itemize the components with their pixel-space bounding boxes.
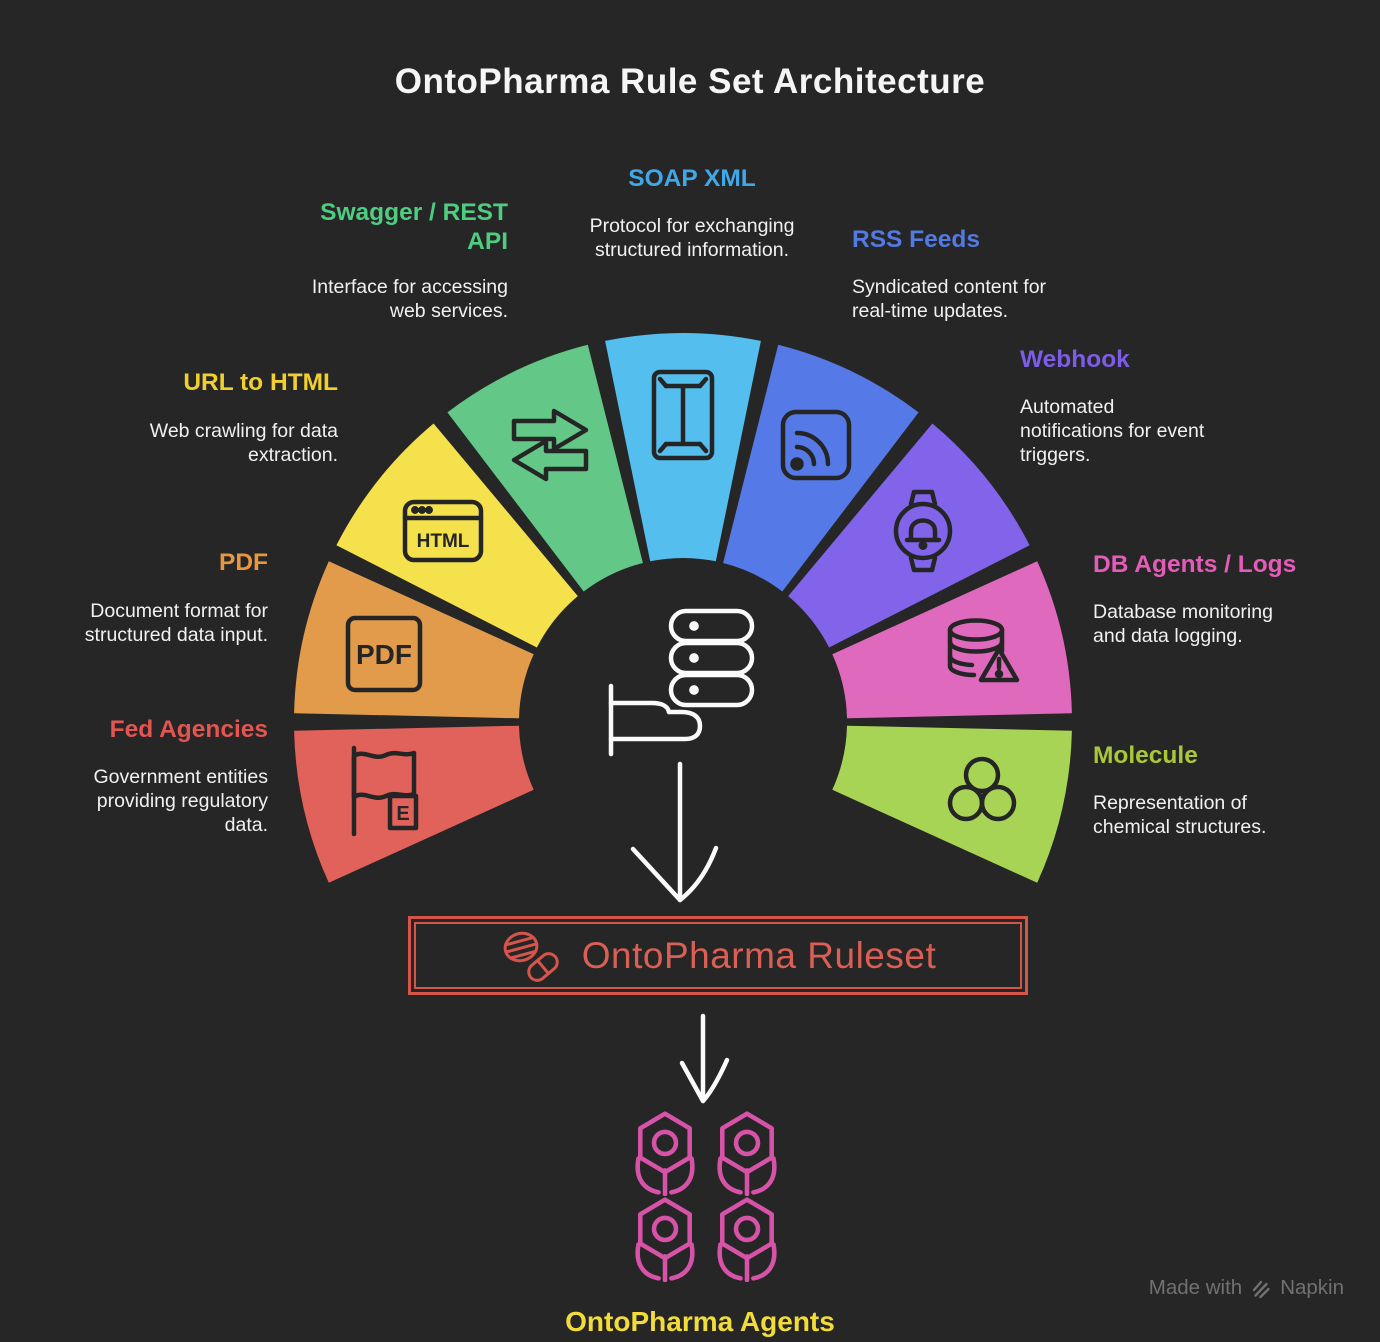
fan-icons: E PDF HTML (345, 369, 1020, 837)
svg-text:HTML: HTML (417, 531, 470, 552)
description-url-to-html: Web crawling for data extraction. (149, 420, 338, 466)
watch-bell-icon (893, 489, 953, 573)
database-alert-icon (947, 618, 1020, 683)
hexagon-robot-icon (635, 1197, 695, 1282)
svg-text:E: E (396, 803, 409, 825)
molecule-icon (947, 756, 1017, 822)
label-url-to-html: URL to HTML (183, 369, 338, 396)
pdf-file-icon: PDF (345, 615, 423, 693)
svg-text:PDF: PDF (356, 639, 412, 670)
envelope-icon (651, 369, 715, 461)
rss-icon (780, 409, 852, 481)
description-db-agents-logs: Database monitoring and data logging. (1093, 601, 1273, 647)
label-pdf: PDF (219, 549, 268, 576)
wedge-url-to-html (336, 423, 578, 648)
description-soap-xml: Protocol for exchanging structured infor… (589, 215, 795, 261)
hexagon-robot-icon (717, 1197, 777, 1282)
label-soap-xml: SOAP XML (628, 165, 756, 192)
description-webhook: Automated notifications for event trigge… (1020, 396, 1205, 466)
hexagon-robot-icon (717, 1111, 777, 1196)
server-hand-icon (608, 608, 755, 757)
page-title: OntoPharma Rule Set Architecture (394, 62, 986, 101)
wedge-pdf (294, 561, 534, 719)
description-pdf: Document format for structured data inpu… (84, 600, 268, 646)
flag-map-icon: E (351, 745, 419, 837)
label-swagger-rest-api: Swagger / REST API (320, 199, 508, 255)
html-browser-icon: HTML (402, 499, 484, 563)
description-swagger-rest-api: Interface for accessing web services. (311, 276, 508, 322)
made-with-napkin: Made with Napkin (1149, 1276, 1344, 1300)
wedge-soap-xml (605, 333, 761, 562)
label-webhook: Webhook (1020, 346, 1130, 373)
ruleset-box: OntoPharma Ruleset (408, 916, 1028, 995)
label-rss-feeds: RSS Feeds (852, 226, 980, 253)
footer-brand: Napkin (1280, 1276, 1344, 1299)
description-molecule: Representation of chemical structures. (1093, 792, 1267, 838)
swap-arrows-icon (511, 408, 589, 482)
wedge-rss-feeds (723, 344, 919, 592)
arrow-to-agents (679, 1013, 730, 1104)
flow-arrows (630, 761, 730, 1104)
hexagon-robot-icon (635, 1111, 695, 1196)
arrow-to-ruleset (630, 761, 719, 903)
ruleset-label: OntoPharma Ruleset (581, 934, 937, 976)
label-fed-agencies: Fed Agencies (109, 716, 268, 743)
label-db-agents-logs: DB Agents / Logs (1093, 551, 1297, 578)
napkin-logo-icon (1252, 1280, 1270, 1299)
label-molecule: Molecule (1093, 742, 1198, 769)
pills-icon (503, 931, 559, 982)
agents-label: OntoPharma Agents (565, 1306, 835, 1337)
footer-prefix: Made with (1148, 1276, 1243, 1299)
description-fed-agencies: Government entities providing regulatory… (93, 766, 268, 836)
description-rss-feeds: Syndicated content for real-time updates… (852, 276, 1047, 322)
